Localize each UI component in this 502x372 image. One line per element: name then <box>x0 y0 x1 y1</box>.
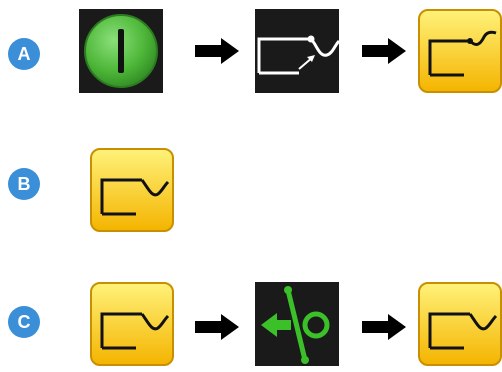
row-label-b: B <box>8 168 40 200</box>
tank-valve-open-yellow-icon <box>90 148 174 232</box>
arrow-right-icon <box>195 314 239 340</box>
tank-valve-open-yellow-icon <box>90 282 174 366</box>
arrow-right-icon <box>362 38 406 64</box>
arrow-right-icon <box>362 314 406 340</box>
lever-push-icon <box>255 282 339 366</box>
row-label-c: C <box>8 306 40 338</box>
tank-valve-closed-yellow-icon <box>418 9 502 93</box>
row-label-a: A <box>8 38 40 70</box>
tank-valve-open-yellow-icon <box>418 282 502 366</box>
power-on-button-icon <box>79 9 163 93</box>
arrow-right-icon <box>195 38 239 64</box>
tank-valve-closed-icon <box>255 9 339 93</box>
